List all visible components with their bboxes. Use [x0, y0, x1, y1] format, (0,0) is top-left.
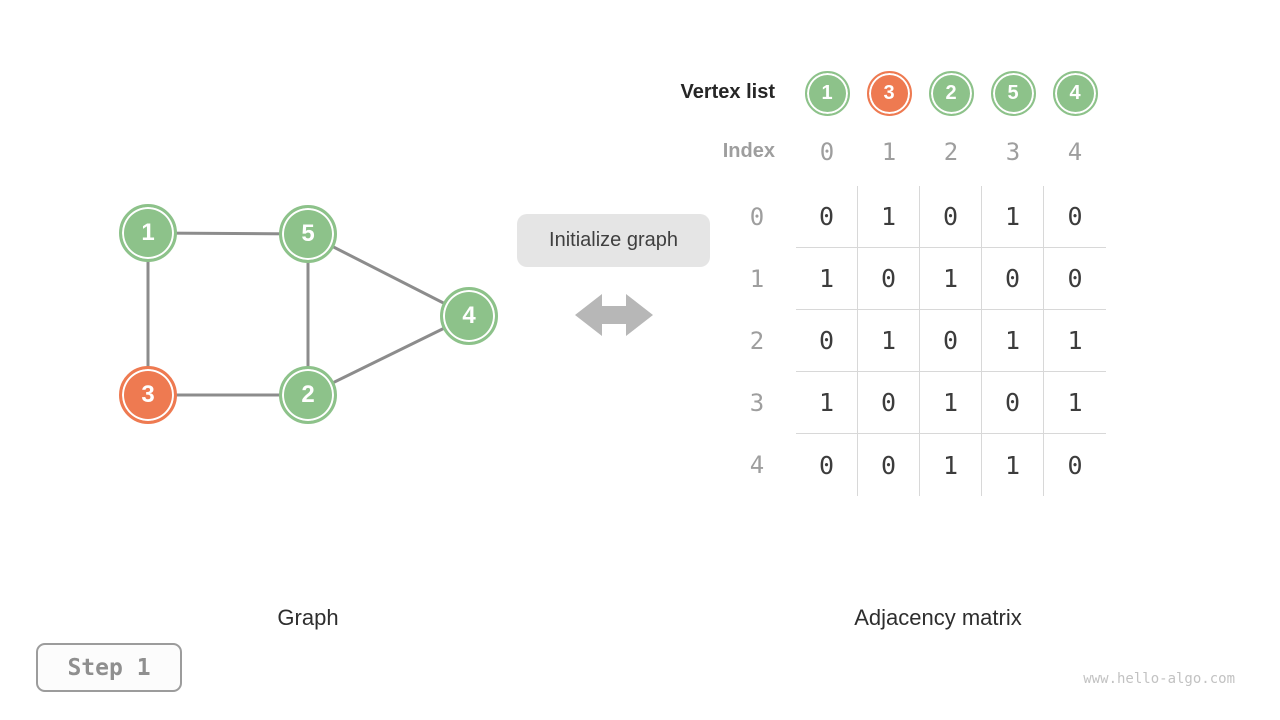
- graph-edges: [146, 231, 470, 397]
- index-value: 0: [819, 138, 835, 166]
- row-label: 2: [749, 327, 765, 355]
- step-badge: Step 1: [36, 643, 182, 692]
- graph-node-2: 2: [279, 366, 337, 424]
- matrix-cell: 1: [920, 434, 982, 496]
- row-label: 1: [749, 265, 765, 293]
- vertex-circle-1: 1: [804, 70, 850, 116]
- matrix-cell: 0: [982, 372, 1044, 434]
- matrix-cell: 1: [982, 186, 1044, 248]
- row-label: 4: [749, 451, 765, 479]
- vertex-list-label: Vertex list: [680, 81, 775, 103]
- index-label: Index: [722, 140, 775, 162]
- matrix-cell: 1: [858, 186, 920, 248]
- double-arrow-icon: [575, 294, 653, 336]
- matrix-cell: 0: [858, 372, 920, 434]
- row-label: 3: [749, 389, 765, 417]
- graph-node-5: 5: [279, 205, 337, 263]
- matrix-cell: 1: [982, 310, 1044, 372]
- matrix-cell: 1: [1044, 372, 1106, 434]
- matrix-cell: 0: [982, 248, 1044, 310]
- matrix-cell: 1: [796, 372, 858, 434]
- matrix-cell: 0: [796, 434, 858, 496]
- matrix-cell: 0: [1044, 186, 1106, 248]
- matrix-caption: Adjacency matrix: [854, 605, 1022, 630]
- row-label: 0: [749, 203, 765, 231]
- vertex-circle-3: 3: [866, 70, 912, 116]
- index-value: 1: [881, 138, 897, 166]
- matrix-cell: 0: [858, 248, 920, 310]
- matrix-cell: 1: [858, 310, 920, 372]
- index-row: 0 1 2 3 4: [796, 128, 1106, 176]
- matrix-cell: 1: [982, 434, 1044, 496]
- graph-node-3: 3: [119, 366, 177, 424]
- matrix-cell: 0: [920, 310, 982, 372]
- matrix-cell: 0: [920, 186, 982, 248]
- matrix-row-labels: 0 1 2 3 4: [726, 186, 788, 496]
- vertex-circle-4: 4: [1052, 70, 1098, 116]
- graph-caption: Graph: [277, 605, 339, 630]
- matrix-cell: 1: [796, 248, 858, 310]
- matrix-cell: 1: [920, 372, 982, 434]
- vertex-circle-5: 5: [990, 70, 1036, 116]
- matrix-cell: 0: [796, 186, 858, 248]
- index-value: 2: [943, 138, 959, 166]
- matrix-cell: 0: [796, 310, 858, 372]
- graph-node-1: 1: [119, 204, 177, 262]
- graph-node-4: 4: [440, 287, 498, 345]
- matrix-cell: 1: [920, 248, 982, 310]
- vertex-circle-2: 2: [928, 70, 974, 116]
- matrix-cell: 0: [1044, 248, 1106, 310]
- adjacency-matrix: 0 1 0 1 0 1 0 1 0 0 0 1 0 1 1 1 0 1 0 1 …: [796, 186, 1106, 496]
- index-value: 3: [1005, 138, 1021, 166]
- matrix-cell: 0: [1067, 450, 1083, 480]
- index-value: 4: [1067, 138, 1083, 166]
- matrix-cell: 0: [858, 434, 920, 496]
- action-label: Initialize graph: [517, 214, 710, 267]
- matrix-cell: 1: [1044, 310, 1106, 372]
- vertex-list-row: 1 3 2 5 4: [796, 62, 1106, 124]
- watermark: www.hello-algo.com: [1083, 671, 1235, 687]
